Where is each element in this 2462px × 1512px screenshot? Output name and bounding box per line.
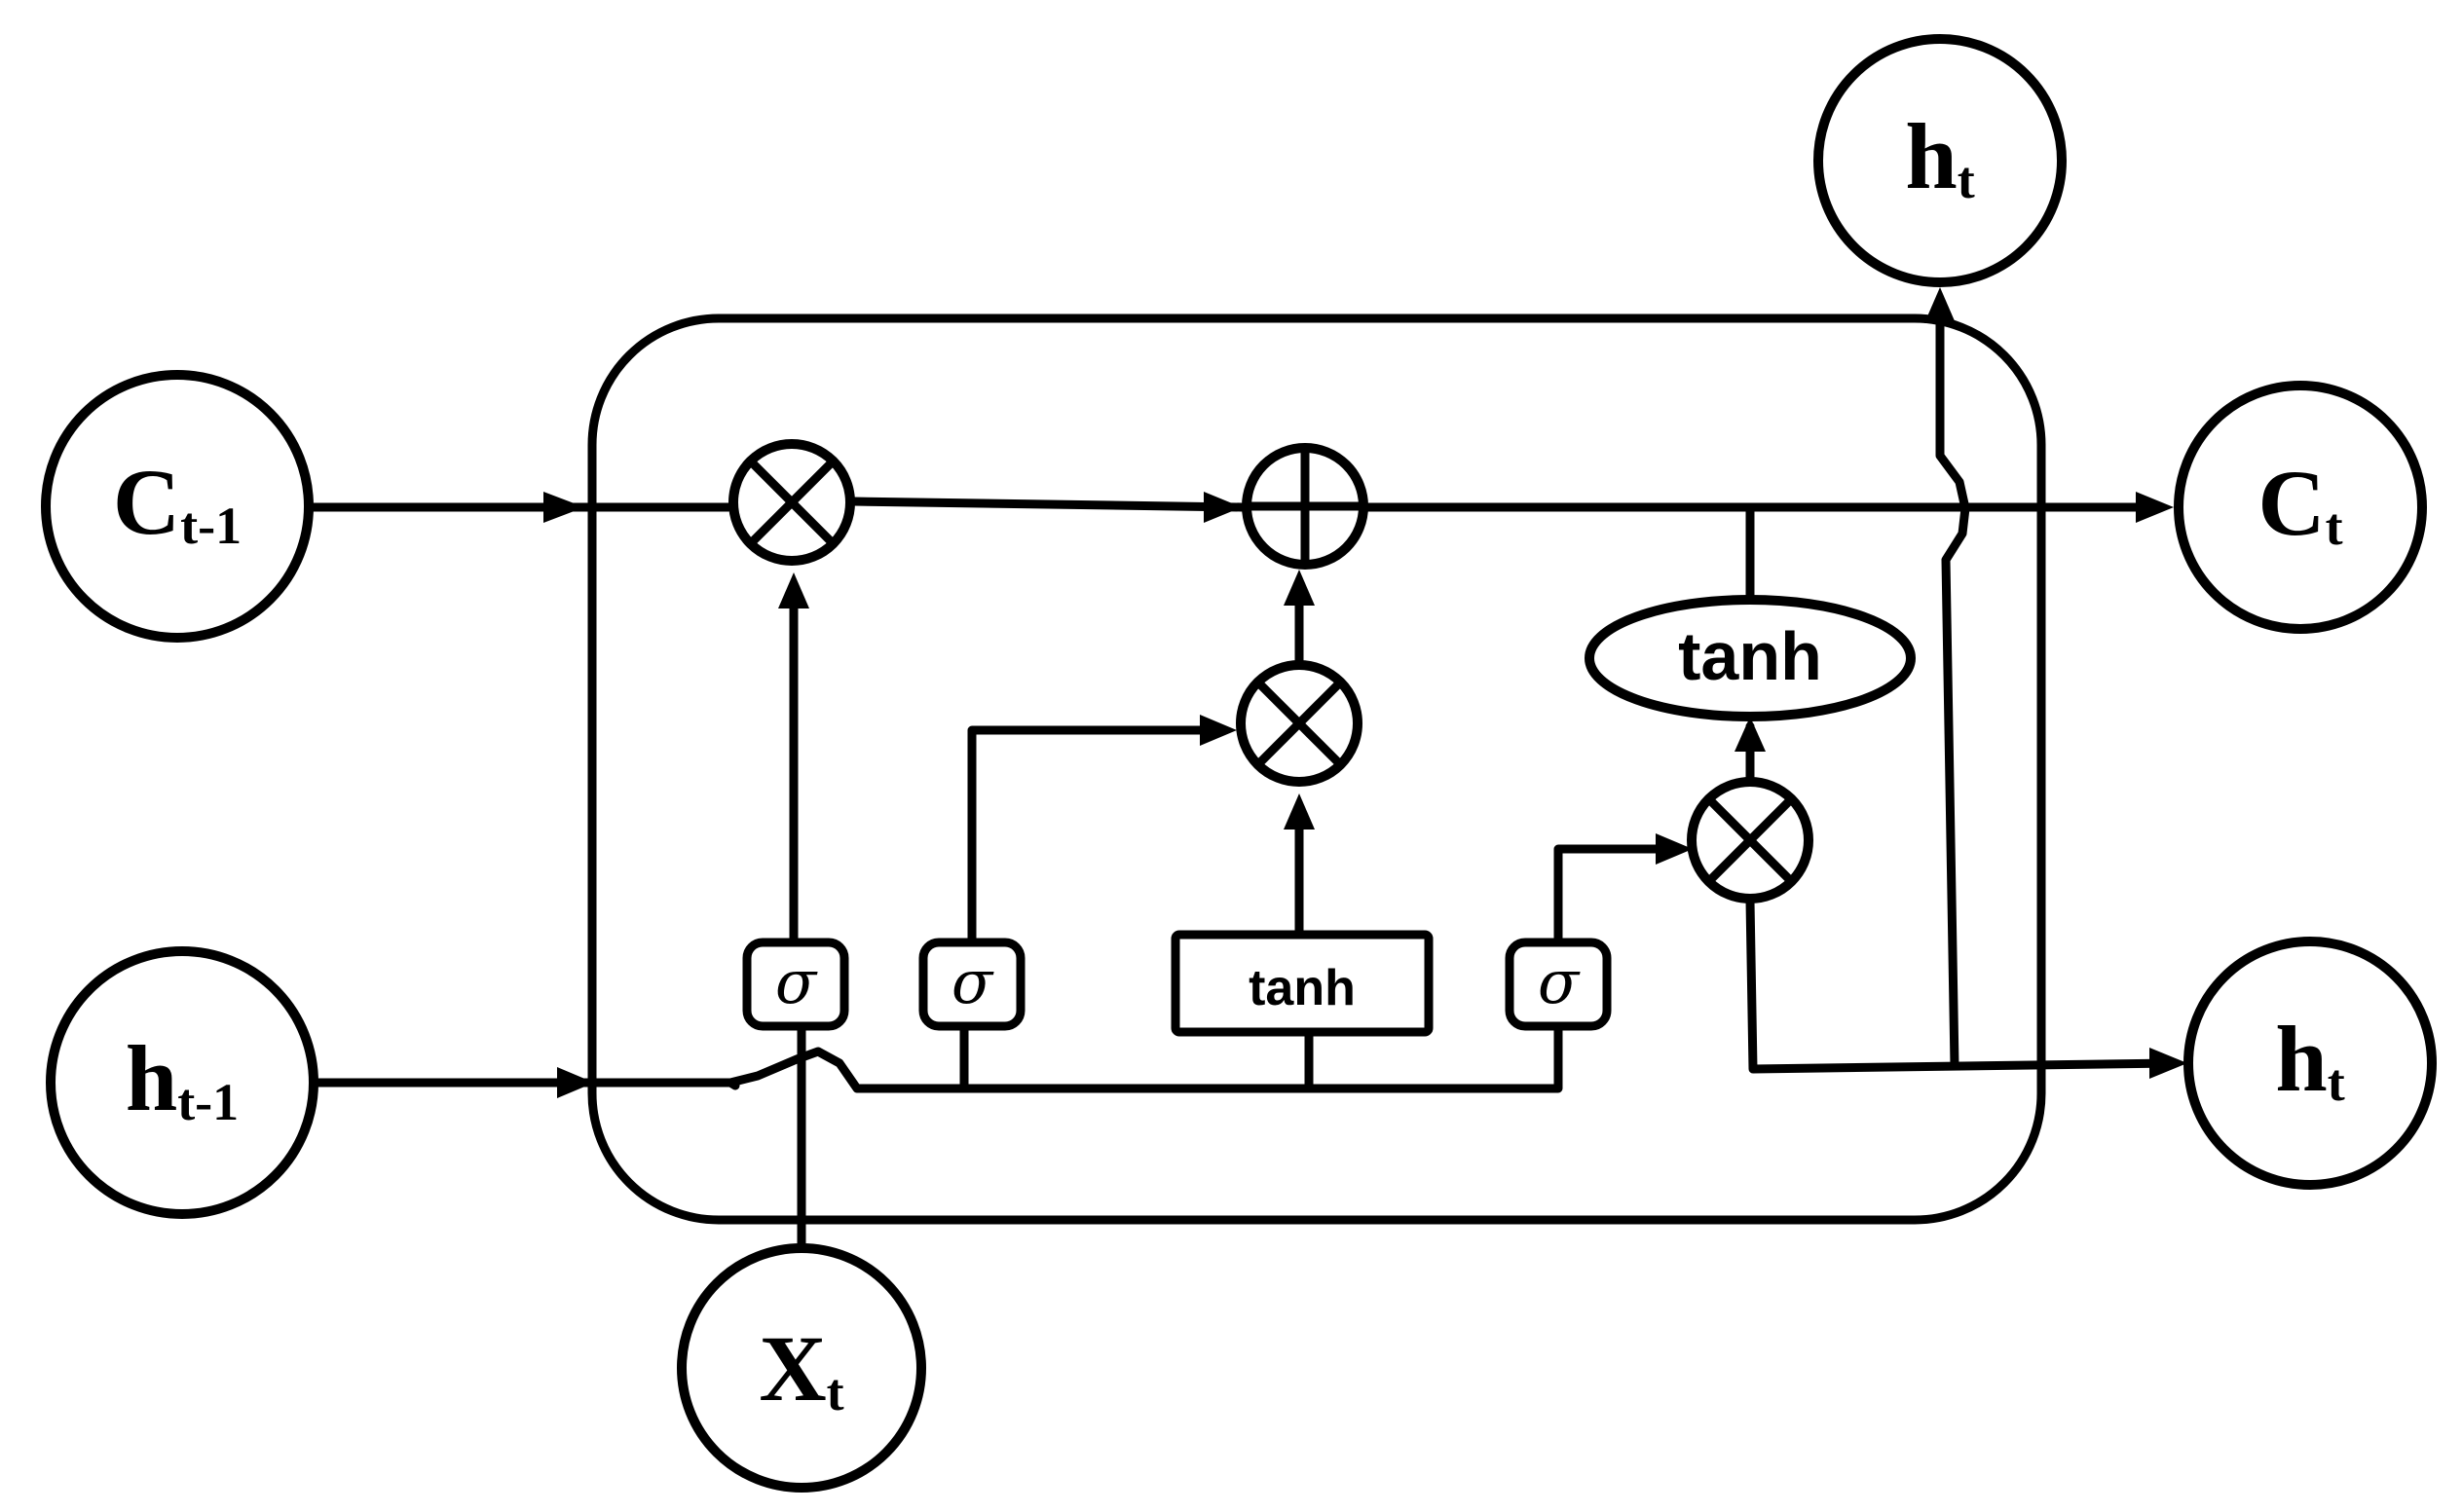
svg-text:ht: ht xyxy=(1905,104,1974,209)
input-multiply-op xyxy=(1236,660,1362,787)
output-sigma-gate: σ xyxy=(1505,938,1612,1031)
node-c-t-sub: t xyxy=(2326,498,2343,556)
input-sigma-gate: σ xyxy=(918,938,1026,1031)
candidate-tanh-gate: tanh xyxy=(1171,930,1434,1037)
arrowhead-h-t-right xyxy=(2149,1048,2187,1079)
input-gate-line xyxy=(967,725,1219,947)
arrowhead-h-t-top xyxy=(1924,287,1956,323)
cell-tanh-gate: tanh xyxy=(1585,595,1916,721)
hidden-state-bus xyxy=(578,1023,1563,1093)
node-c-t: Ct xyxy=(2174,381,2427,634)
output-multiply-op xyxy=(1687,777,1813,904)
arrowhead-forget-mult xyxy=(778,572,809,608)
node-c-prev-main: C xyxy=(113,450,180,554)
arrowhead-add xyxy=(1204,492,1242,523)
arrowhead-cell-in xyxy=(543,492,584,523)
node-c-t-main: C xyxy=(2257,451,2325,555)
forget-multiply-op xyxy=(728,439,855,566)
hidden-output-line xyxy=(1745,896,2177,1074)
node-c-prev: Ct-1 xyxy=(41,370,314,643)
node-h-prev: ht-1 xyxy=(46,946,318,1219)
forget-sigma-label: σ xyxy=(775,946,818,1017)
node-h-t-top-main: h xyxy=(1905,104,1957,208)
node-h-prev-sub: t-1 xyxy=(177,1073,239,1131)
cell-tanh-label: tanh xyxy=(1678,618,1822,694)
node-h-t-top: ht xyxy=(1813,34,2067,287)
node-x-t: Xt xyxy=(677,1243,926,1493)
node-h-t-right-sub: t xyxy=(2328,1053,2345,1112)
lstm-cell-boundary xyxy=(587,313,2046,1225)
node-h-t-right: ht xyxy=(2183,937,2437,1190)
arrowhead-output-mult xyxy=(1656,833,1693,865)
arrowhead-cell-tanh xyxy=(1735,717,1766,752)
node-x-t-sub: t xyxy=(827,1363,844,1421)
arrowhead-input-mult xyxy=(1200,715,1237,746)
arrowhead-c-t xyxy=(2136,492,2174,523)
arrowhead-candidate-mult xyxy=(1284,793,1315,830)
svg-text:ht-1: ht-1 xyxy=(126,1026,239,1131)
node-x-t-main: X xyxy=(759,1316,826,1420)
arrowhead-hidden-in xyxy=(557,1067,594,1098)
svg-text:Ct: Ct xyxy=(2257,451,2342,556)
output-gate-line xyxy=(1553,844,1678,947)
node-c-prev-sub: t-1 xyxy=(180,497,242,555)
node-h-prev-main: h xyxy=(126,1026,177,1130)
input-sigma-label: σ xyxy=(951,946,994,1017)
arrowhead-input-add xyxy=(1284,570,1315,606)
svg-text:ht: ht xyxy=(2275,1007,2344,1112)
hidden-output-up-line xyxy=(1935,297,1970,1071)
add-op xyxy=(1242,443,1368,570)
forget-sigma-gate: σ xyxy=(742,938,849,1031)
svg-text:Xt: Xt xyxy=(759,1316,843,1421)
output-sigma-label: σ xyxy=(1538,946,1581,1017)
cell-state-line-mid xyxy=(848,497,1247,512)
candidate-tanh-label: tanh xyxy=(1249,960,1356,1016)
svg-text:Ct-1: Ct-1 xyxy=(113,450,242,555)
node-h-t-right-main: h xyxy=(2275,1007,2327,1111)
node-h-t-top-sub: t xyxy=(1958,151,1975,209)
